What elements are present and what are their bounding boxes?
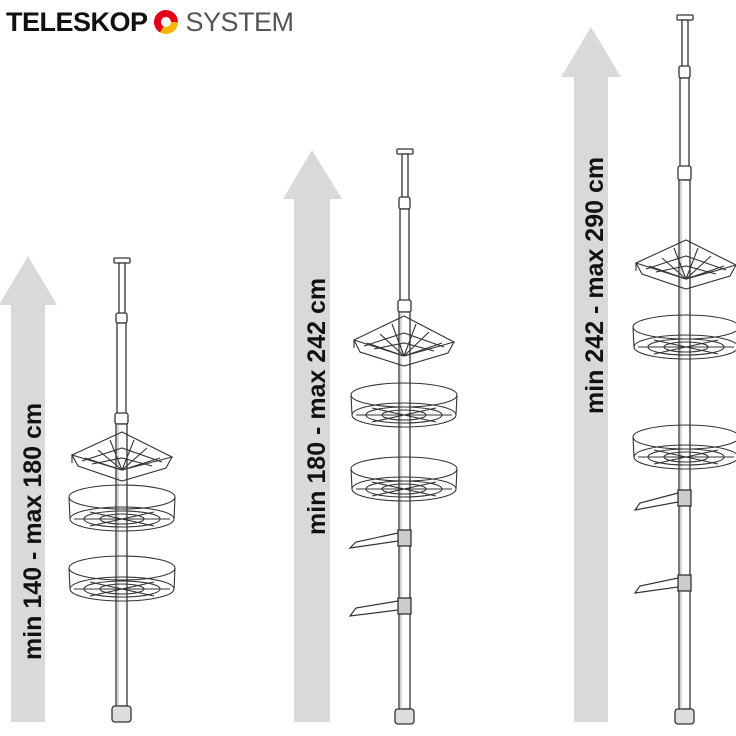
round-basket-1 (68, 484, 176, 532)
telescopic-pole-2 (394, 148, 415, 725)
round-basket-2 (68, 555, 176, 602)
height-range-label-2: min 180 - max 242 cm (303, 278, 331, 535)
height-arrow-1: min 140 - max 180 cm (0, 256, 57, 722)
brand-logo: TELESKOP SYSTEM (6, 4, 294, 40)
towel-bar-4 (633, 577, 679, 594)
towel-bar-1 (348, 532, 399, 549)
brand-word-right: SYSTEM (185, 7, 295, 37)
corner-shelf-3 (634, 239, 736, 290)
telescopic-pole-1 (111, 257, 132, 723)
towel-bar-2 (348, 600, 399, 617)
round-basket-5 (632, 314, 736, 360)
round-basket-3 (350, 382, 458, 428)
brand-word-left: TELESKOP (6, 7, 148, 37)
round-basket-4 (350, 456, 458, 502)
height-arrow-2: min 180 - max 242 cm (283, 150, 342, 722)
corner-shelf-2 (352, 315, 456, 367)
height-range-label-3: min 242 - max 290 cm (581, 157, 609, 414)
corner-shelf-1 (70, 431, 174, 482)
height-range-label-1: min 140 - max 180 cm (19, 403, 47, 660)
towel-bar-3 (633, 492, 679, 511)
height-arrow-3: min 242 - max 290 cm (561, 27, 621, 722)
brand-mark-icon (153, 9, 178, 35)
round-basket-6 (632, 424, 736, 470)
telescopic-pole-3 (674, 14, 695, 725)
